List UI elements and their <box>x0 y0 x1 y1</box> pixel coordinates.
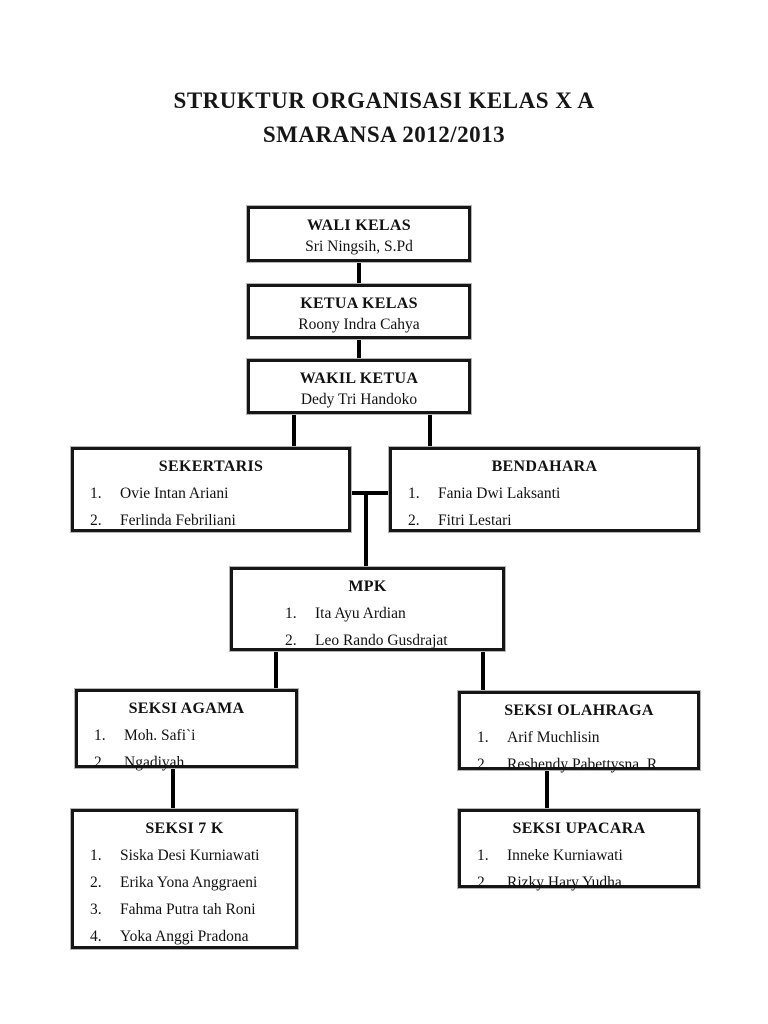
node-bendahara-title: BENDAHARA <box>491 458 598 475</box>
member-name: Fahma Putra tah Roni <box>120 901 256 918</box>
node-seksi-7k: SEKSI 7 K 1. Siska Desi Kurniawati 2. Er… <box>71 809 298 949</box>
member-name: Ferlinda Febriliani <box>120 512 236 529</box>
member-number: 2. <box>477 874 489 891</box>
member-number: 4. <box>90 928 102 945</box>
node-wakil-ketua-person: Dedy Tri Handoko <box>300 391 418 408</box>
member-number: 2. <box>90 512 102 529</box>
member-number: 1. <box>477 847 489 864</box>
connector-ketua-to-wakil <box>357 337 361 361</box>
member-name: Fitri Lestari <box>438 512 512 529</box>
page-title-line2: SMARANSA 2012/2013 <box>262 122 506 147</box>
seksi-7k-member-list: 1. Siska Desi Kurniawati 2. Erika Yona A… <box>74 842 295 950</box>
member-item: 1. Ita Ayu Ardian <box>285 600 502 627</box>
node-seksi-agama-title: SEKSI AGAMA <box>128 700 245 717</box>
node-mpk-title: MPK <box>348 578 387 595</box>
member-item: 1. Inneke Kurniawati <box>477 842 697 869</box>
member-name: Ngadiyah <box>124 754 185 771</box>
connector-wali-to-ketua <box>357 261 361 284</box>
member-item: 1. Moh. Safi`i <box>94 722 295 749</box>
member-item: 1. Fania Dwi Laksanti <box>408 480 697 507</box>
page-title: STRUKTUR ORGANISASI KELAS X A SMARANSA 2… <box>0 84 768 152</box>
member-number: 1. <box>477 729 489 746</box>
node-seksi-upacara-title: SEKSI UPACARA <box>512 820 646 837</box>
member-name: Inneke Kurniawati <box>507 847 623 864</box>
seksi-agama-member-list: 1. Moh. Safi`i 2. Ngadiyah <box>78 722 295 776</box>
node-sekertaris-title: SEKERTARIS <box>158 458 264 475</box>
node-ketua-kelas: KETUA KELAS Roony Indra Cahya <box>247 284 471 339</box>
node-ketua-kelas-title: KETUA KELAS <box>300 295 418 312</box>
member-item: 1. Siska Desi Kurniawati <box>90 842 295 869</box>
node-seksi-olahraga-title: SEKSI OLAHRAGA <box>504 702 654 719</box>
connector-sekertaris-bendahara <box>347 491 389 495</box>
node-wakil-ketua-title: WAKIL KETUA <box>299 370 419 387</box>
connector-to-mpk <box>364 493 368 567</box>
member-number: 2. <box>94 754 106 771</box>
seksi-upacara-member-list: 1. Inneke Kurniawati 2. Rizky Hary Yudha <box>461 842 697 896</box>
member-name: Rizky Hary Yudha <box>507 874 622 891</box>
member-name: Erika Yona Anggraeni <box>120 874 258 891</box>
node-seksi-olahraga: SEKSI OLAHRAGA 1. Arif Muchlisin 2. Resh… <box>458 691 700 773</box>
node-seksi-7k-title: SEKSI 7 K <box>145 820 224 837</box>
connector-olahraga-to-upacara <box>545 768 549 809</box>
member-number: 1. <box>90 847 102 864</box>
connector-mpk-to-agama <box>274 649 278 689</box>
member-name: Ovie Intan Ariani <box>120 485 229 502</box>
member-name: Leo Rando Gusdrajat <box>315 632 448 649</box>
member-name: Yoka Anggi Pradona <box>120 928 249 945</box>
node-bendahara: BENDAHARA 1. Fania Dwi Laksanti 2. Fitri… <box>389 447 700 532</box>
member-item: 2. Rizky Hary Yudha <box>477 869 697 896</box>
node-wali-kelas-person: Sri Ningsih, S.Pd <box>305 238 413 255</box>
member-name: Siska Desi Kurniawati <box>120 847 260 864</box>
member-item: 2. Fitri Lestari <box>408 507 697 534</box>
member-item: 2. Ngadiyah <box>94 749 295 776</box>
member-name: Ita Ayu Ardian <box>315 605 406 622</box>
node-wali-kelas: WALI KELAS Sri Ningsih, S.Pd <box>247 206 471 262</box>
member-item: 2. Ferlinda Febriliani <box>90 507 348 534</box>
member-number: 2. <box>285 632 297 649</box>
member-item: 2. Erika Yona Anggraeni <box>90 869 295 896</box>
seksi-olahraga-member-list: 1. Arif Muchlisin 2. Reshendy Pabettysna… <box>461 724 697 778</box>
connector-wakil-to-bendahara <box>428 414 432 448</box>
member-number: 2. <box>477 756 489 773</box>
member-number: 1. <box>408 485 420 502</box>
connector-wakil-to-sekertaris <box>292 414 296 448</box>
member-name: Fania Dwi Laksanti <box>438 485 561 502</box>
node-ketua-kelas-person: Roony Indra Cahya <box>298 316 420 333</box>
member-item: 3. Fahma Putra tah Roni <box>90 896 295 923</box>
member-name: Moh. Safi`i <box>124 727 196 744</box>
member-item: 1. Arif Muchlisin <box>477 724 697 751</box>
member-number: 3. <box>90 901 102 918</box>
member-item: 2. Reshendy Pabettysna. R <box>477 751 697 778</box>
connector-mpk-to-olahraga <box>481 649 485 691</box>
node-seksi-agama: SEKSI AGAMA 1. Moh. Safi`i 2. Ngadiyah <box>75 689 298 771</box>
node-wakil-ketua: WAKIL KETUA Dedy Tri Handoko <box>247 359 471 414</box>
mpk-member-list: 1. Ita Ayu Ardian 2. Leo Rando Gusdrajat <box>233 600 502 654</box>
member-name: Arif Muchlisin <box>507 729 600 746</box>
connector-agama-to-7k <box>171 766 175 809</box>
node-mpk: MPK 1. Ita Ayu Ardian 2. Leo Rando Gusdr… <box>230 567 505 651</box>
member-item: 4. Yoka Anggi Pradona <box>90 923 295 950</box>
member-item: 2. Leo Rando Gusdrajat <box>285 627 502 654</box>
page-title-line1: STRUKTUR ORGANISASI KELAS X A <box>173 88 595 113</box>
bendahara-member-list: 1. Fania Dwi Laksanti 2. Fitri Lestari <box>392 480 697 534</box>
node-sekertaris: SEKERTARIS 1. Ovie Intan Ariani 2. Ferli… <box>71 447 351 532</box>
member-number: 2. <box>408 512 420 529</box>
member-number: 1. <box>94 727 106 744</box>
member-name: Reshendy Pabettysna. R <box>507 756 658 773</box>
member-number: 2. <box>90 874 102 891</box>
sekertaris-member-list: 1. Ovie Intan Ariani 2. Ferlinda Febrili… <box>74 480 348 534</box>
node-wali-kelas-title: WALI KELAS <box>307 217 411 234</box>
node-seksi-upacara: SEKSI UPACARA 1. Inneke Kurniawati 2. Ri… <box>458 809 700 891</box>
member-number: 1. <box>285 605 297 622</box>
member-number: 1. <box>90 485 102 502</box>
member-item: 1. Ovie Intan Ariani <box>90 480 348 507</box>
